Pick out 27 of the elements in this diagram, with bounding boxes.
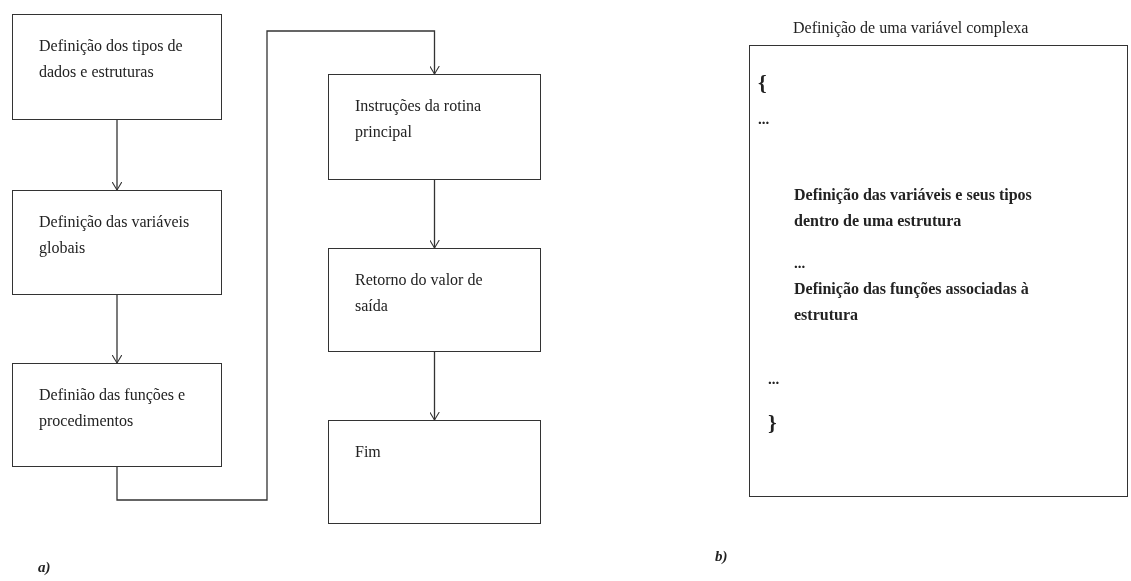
arrow xyxy=(111,294,123,364)
process-box xyxy=(328,74,541,180)
panel-heading: Definição de uma variável complexa xyxy=(793,18,1029,39)
arrow xyxy=(429,179,440,249)
panel-label: b) xyxy=(715,547,728,566)
box-text: Retorno do valor de saída xyxy=(355,270,484,316)
code-text: ... xyxy=(758,110,770,129)
box-text: Definição dos tipos de dados e estruturas xyxy=(39,36,184,82)
process-box xyxy=(12,363,222,467)
arrow xyxy=(116,30,440,501)
arrow xyxy=(429,351,440,421)
code-text: Definição das variáveis e seus tipos dentro de uma estrutura xyxy=(794,185,1033,231)
process-box xyxy=(328,420,541,524)
panel-label: a) xyxy=(38,558,51,577)
box-text: Definião das funções e procedimentos xyxy=(39,385,187,432)
process-box xyxy=(12,14,222,120)
code-text: Definição das funções associadas à estrutura xyxy=(794,279,1030,325)
process-box xyxy=(328,248,541,352)
box-text: Fim xyxy=(355,442,382,462)
box-text: Definição das variáveis globais xyxy=(39,212,191,259)
arrow xyxy=(111,119,123,191)
process-box xyxy=(12,190,222,295)
code-text: ... xyxy=(794,254,806,273)
code-text: { xyxy=(758,69,767,97)
box-text: Instruções da rotina principal xyxy=(355,96,483,143)
code-text: } xyxy=(768,409,777,437)
code-text: ... xyxy=(768,370,780,389)
